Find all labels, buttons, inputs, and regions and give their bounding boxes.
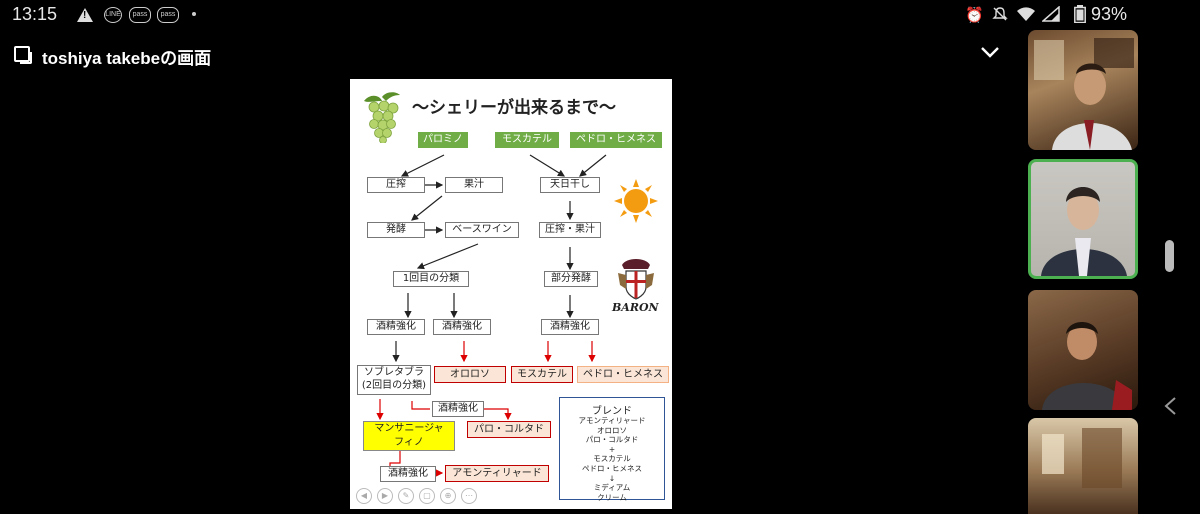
participant-avatar-1	[1034, 38, 1134, 150]
step-fortify-5: 酒精強化	[380, 466, 436, 482]
blend-item: モスカテル	[593, 454, 631, 464]
signal-icon	[1042, 6, 1060, 22]
warning-icon: !	[77, 8, 93, 22]
screen-share-icon	[14, 46, 32, 64]
result-amontillado: アモンティリャード	[445, 465, 549, 482]
step-ferment: 発酵	[367, 222, 425, 238]
result-pedro-ximenez: ペドロ・ヒメネス	[577, 366, 669, 383]
side-panel-chevron-icon[interactable]	[1163, 396, 1177, 416]
pass-app-icon-2: pass	[157, 7, 179, 23]
battery-percent: 93%	[1091, 4, 1128, 24]
step-juice: 果汁	[445, 177, 503, 193]
shared-slide: 〜シェリーが出来るまで〜 パロミノ モスカテル ペドロ・ヒメネス 圧搾 果汁 天…	[350, 79, 672, 509]
pass-app-icon: pass	[129, 7, 151, 23]
step-press: 圧搾	[367, 177, 425, 193]
panel-drag-handle[interactable]	[1165, 240, 1174, 272]
battery-icon	[1074, 5, 1086, 23]
more-options-icon[interactable]: ⋯	[461, 488, 477, 504]
status-time: 13:15	[12, 4, 58, 24]
participant-avatar-3	[1042, 322, 1132, 410]
blend-item: オロロソ	[597, 425, 627, 435]
sobretabla-label: ソブレタブラ	[364, 367, 424, 378]
grape-pedro-ximenez: ペドロ・ヒメネス	[570, 132, 662, 148]
mute-icon	[992, 7, 1008, 21]
slides-icon[interactable]: ▢	[419, 488, 435, 504]
blend-item: ペドロ・ヒメネス	[582, 463, 642, 473]
blend-item: アモンティリャード	[578, 416, 646, 425]
baron-crest-icon	[618, 259, 654, 300]
grapes-icon	[364, 92, 400, 143]
step-sobretabla: ソブレタブラ (2回目の分類)	[357, 365, 431, 395]
blend-item: パロ・コルタド	[585, 435, 639, 445]
slide-prev-icon[interactable]: ◀	[356, 488, 372, 504]
blend-item: ↓	[608, 473, 616, 483]
blend-item: クリーム	[597, 492, 627, 502]
step-first-classification: 1回目の分類	[393, 271, 469, 287]
grape-moscatel: モスカテル	[495, 132, 559, 148]
participant-room-4	[1042, 428, 1122, 488]
line-app-icon: LINE	[104, 7, 122, 23]
participant-video-3[interactable]	[1028, 290, 1138, 410]
second-classification-label: (2回目の分類)	[361, 380, 427, 391]
alarm-icon: ⏰	[965, 6, 984, 24]
screen-share-title: toshiya takebeの画面	[42, 49, 212, 68]
fino-label: フィノ	[394, 437, 424, 448]
blend-item: ミディアム	[593, 483, 631, 493]
wifi-icon	[1017, 7, 1035, 21]
blend-title: ブレンド	[592, 406, 632, 417]
step-press-juice: 圧搾・果汁	[539, 222, 601, 238]
blend-item: +	[608, 444, 616, 454]
sun-icon	[614, 179, 658, 223]
participant-avatar-2	[1041, 187, 1127, 276]
collapse-chevron-icon[interactable]	[980, 42, 1000, 62]
manzanilla-label: マンサニージャ	[374, 423, 444, 434]
blend-box: ブレンド アモンティリャード オロロソ パロ・コルタド + モスカテル ペドロ・…	[559, 397, 665, 502]
pen-icon[interactable]: ✎	[398, 488, 414, 504]
participant-video-1[interactable]	[1028, 30, 1138, 150]
step-base-wine: ベースワイン	[445, 222, 519, 238]
step-partial-ferment: 部分発酵	[544, 271, 598, 287]
participant-video-2[interactable]	[1028, 159, 1138, 279]
step-fortify-1: 酒精強化	[367, 319, 425, 335]
grape-palomino: パロミノ	[418, 132, 468, 148]
blend-list: アモンティリャード オロロソ パロ・コルタド + モスカテル ペドロ・ヒメネス …	[560, 416, 664, 502]
step-fortify-4: 酒精強化	[432, 401, 484, 417]
result-oloroso: オロロソ	[434, 366, 506, 383]
participant-video-4[interactable]	[1028, 418, 1138, 514]
result-palo-cortado: パロ・コルタド	[467, 421, 551, 438]
more-notifications-dot	[192, 12, 196, 16]
zoom-icon[interactable]: ⊕	[440, 488, 456, 504]
step-fortify-3: 酒精強化	[541, 319, 599, 335]
slide-next-icon[interactable]: ▶	[377, 488, 393, 504]
step-fortify-2: 酒精強化	[433, 319, 491, 335]
slide-title: 〜シェリーが出来るまで〜	[412, 98, 616, 118]
step-sun-dry: 天日干し	[540, 177, 600, 193]
flow-arrows	[376, 154, 607, 477]
result-moscatel: モスカテル	[511, 366, 573, 383]
baron-logo: BARON	[612, 301, 659, 314]
result-manzanilla-fino: マンサニージャ フィノ	[363, 421, 455, 451]
